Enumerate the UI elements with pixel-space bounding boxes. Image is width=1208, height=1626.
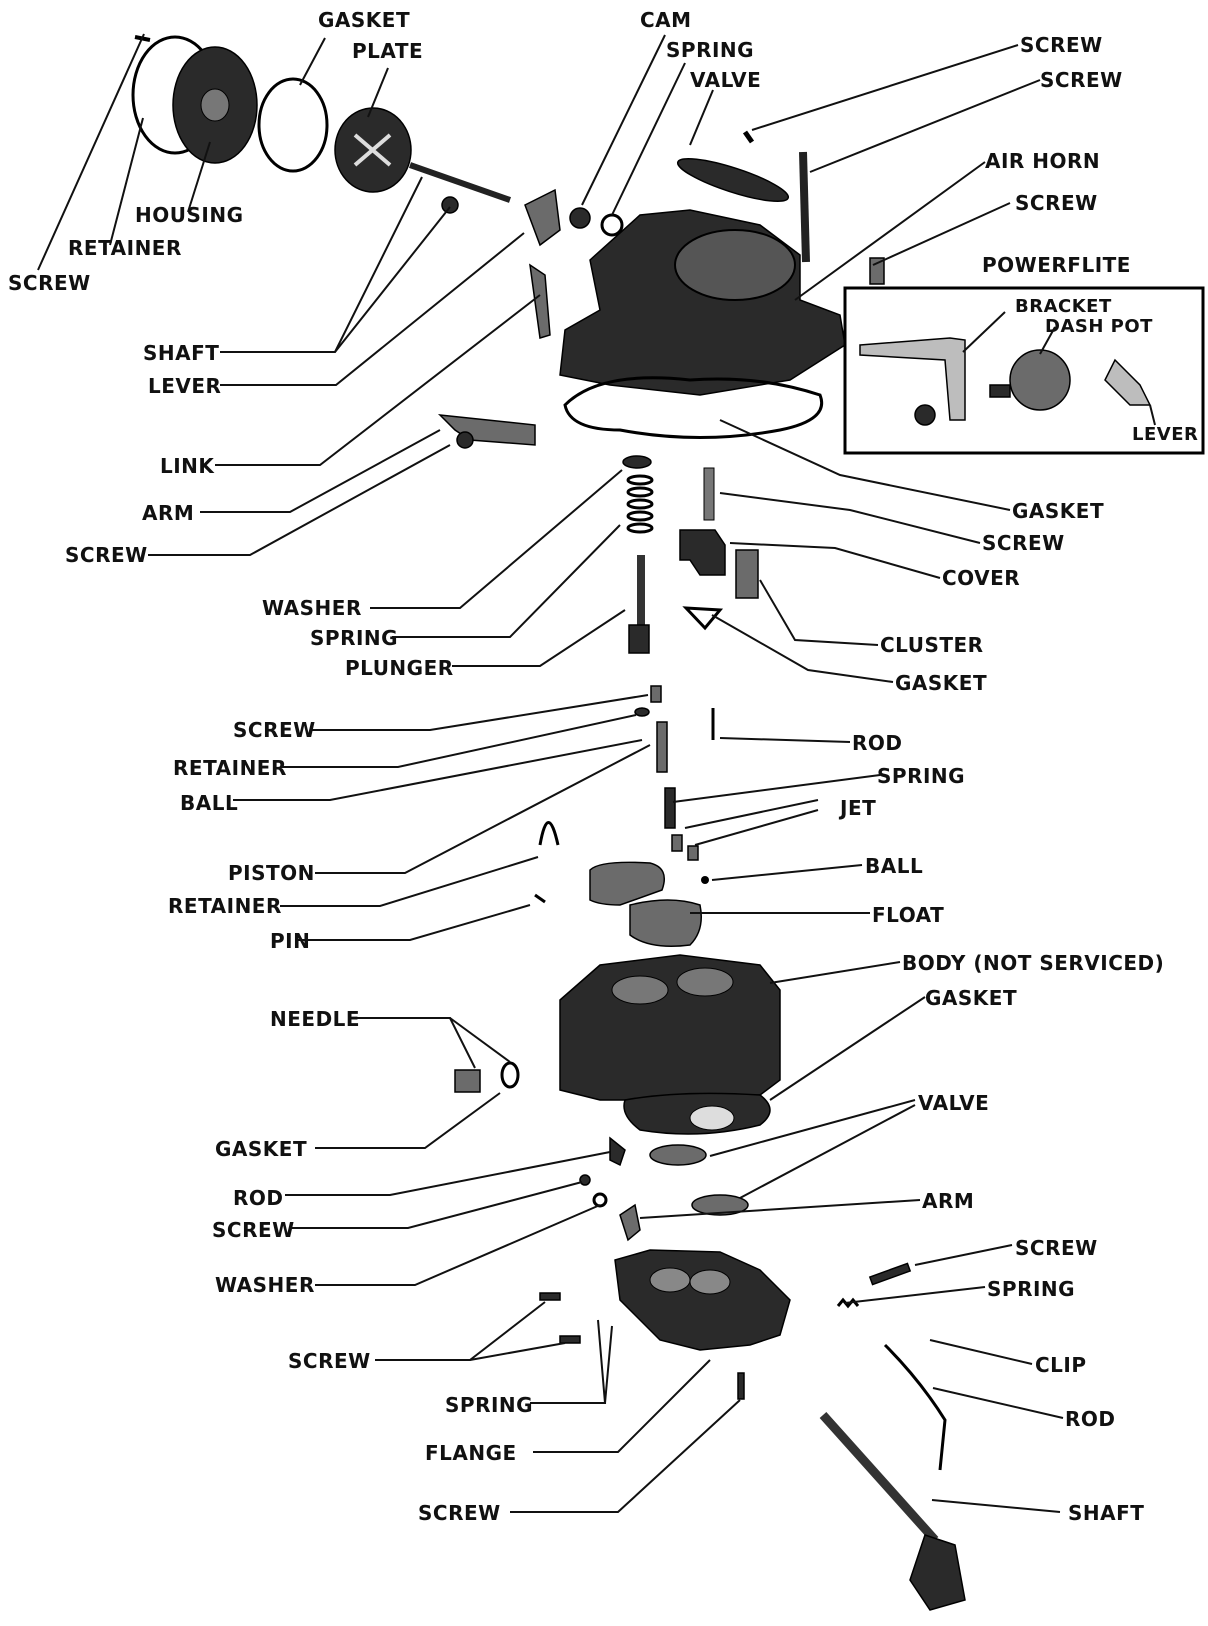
label-arm-lower: ARM [922,1189,974,1213]
label-spring-flange-left: SPRING [445,1393,533,1417]
inset-label-lever: LEVER [1132,424,1198,445]
label-needle: NEEDLE [270,1007,360,1031]
washer-part [622,455,652,469]
jet-parts [664,787,676,829]
label-valve-lower: VALVE [918,1091,989,1115]
choke-shaft-part [409,162,511,203]
label-cover: COVER [942,566,1020,590]
label-pin: PIN [270,929,310,953]
label-screw-lower: SCREW [212,1218,295,1242]
label-spring-flange-right: SPRING [987,1277,1075,1301]
label-lever-top: LEVER [148,374,221,398]
label-screw-cover: SCREW [982,531,1065,555]
plunger-part [637,555,645,635]
inset-label-dash-pot: DASH POT [1045,316,1153,337]
label-gasket-needle: GASKET [215,1137,307,1161]
label-plate: PLATE [352,39,423,63]
label-screw-flange-left: SCREW [288,1349,371,1373]
label-screw-arm: SCREW [65,543,148,567]
label-screw-top-right-2: SCREW [1040,68,1123,92]
carburetor-body-part [559,954,781,1101]
label-ball-mid: BALL [180,791,238,815]
label-screw-mid: SCREW [233,718,316,742]
inset-label-bracket: BRACKET [1015,296,1112,317]
label-rod-bottom: ROD [1065,1407,1116,1431]
arm-lower-part [619,1203,641,1242]
label-float: FLOAT [872,903,944,927]
label-body: BODY (NOT SERVICED) [902,951,1164,975]
label-screw-top-right-1: SCREW [1020,33,1103,57]
leader-lines [37,33,1156,1513]
label-clip: CLIP [1035,1353,1087,1377]
throttle-shaft-part [819,1411,939,1544]
label-gasket-cluster: GASKET [895,671,987,695]
label-flange: FLANGE [425,1441,517,1465]
label-screw-flange-right: SCREW [1015,1236,1098,1260]
throttle-valve-part [649,1144,707,1166]
label-spring-mid: SPRING [877,764,965,788]
link-part [529,263,551,339]
arm-part [437,414,536,446]
cluster-part [679,529,726,576]
long-screw-part [799,151,810,263]
label-rod-lower: ROD [233,1186,284,1210]
needle-part [454,1069,481,1093]
label-gasket-body: GASKET [925,986,1017,1010]
label-screw-bottom: SCREW [418,1501,501,1525]
choke-valve-part [676,158,790,202]
air-horn-gasket-part [563,376,823,439]
gasket-ring-part [257,77,329,173]
label-link: LINK [160,454,215,478]
label-retainer-piston: RETAINER [168,894,282,918]
cam-part [569,207,591,229]
float-part [589,861,665,906]
label-shaft-bottom: SHAFT [1068,1501,1144,1525]
label-spring-plunger: SPRING [310,626,398,650]
label-arm-top: ARM [142,501,194,525]
label-spring-top: SPRING [666,38,754,62]
piston-retainer-part [538,821,560,846]
label-valve-top: VALVE [690,68,761,92]
label-screw-top-left: SCREW [8,271,91,295]
label-retainer-top: RETAINER [68,236,182,260]
rod-bottom-part [883,1343,947,1471]
throttle-flange-part [614,1249,791,1351]
cluster-gasket-part [682,606,724,631]
pump-spring-part [626,474,654,534]
label-washer-lower: WASHER [215,1273,315,1297]
choke-lever-part [524,188,561,247]
label-cam: CAM [640,8,692,32]
dash-pot-part [1009,349,1071,411]
label-shaft-top: SHAFT [143,341,219,365]
label-jet: JET [838,796,876,820]
label-gasket-air-horn: GASKET [1012,499,1104,523]
callout-labels: GASKET PLATE CAM SPRING VALVE SCREW SCRE… [8,8,1198,1525]
powerflite-inset-box [843,286,1205,455]
label-retainer-mid: RETAINER [173,756,287,780]
label-piston: PISTON [228,861,315,885]
label-plunger: PLUNGER [345,656,454,680]
inset-title: POWERFLITE [982,253,1131,277]
label-ball-right: BALL [865,854,923,878]
label-rod-mid: ROD [852,731,903,755]
parts-artwork [131,35,1205,1611]
label-housing: HOUSING [135,203,243,227]
label-screw-air-horn: SCREW [1015,191,1098,215]
label-cluster: CLUSTER [880,633,984,657]
cover-screw-part [703,467,715,521]
label-washer-top: WASHER [262,596,362,620]
label-air-horn: AIR HORN [985,149,1100,173]
label-gasket-top: GASKET [318,8,410,32]
